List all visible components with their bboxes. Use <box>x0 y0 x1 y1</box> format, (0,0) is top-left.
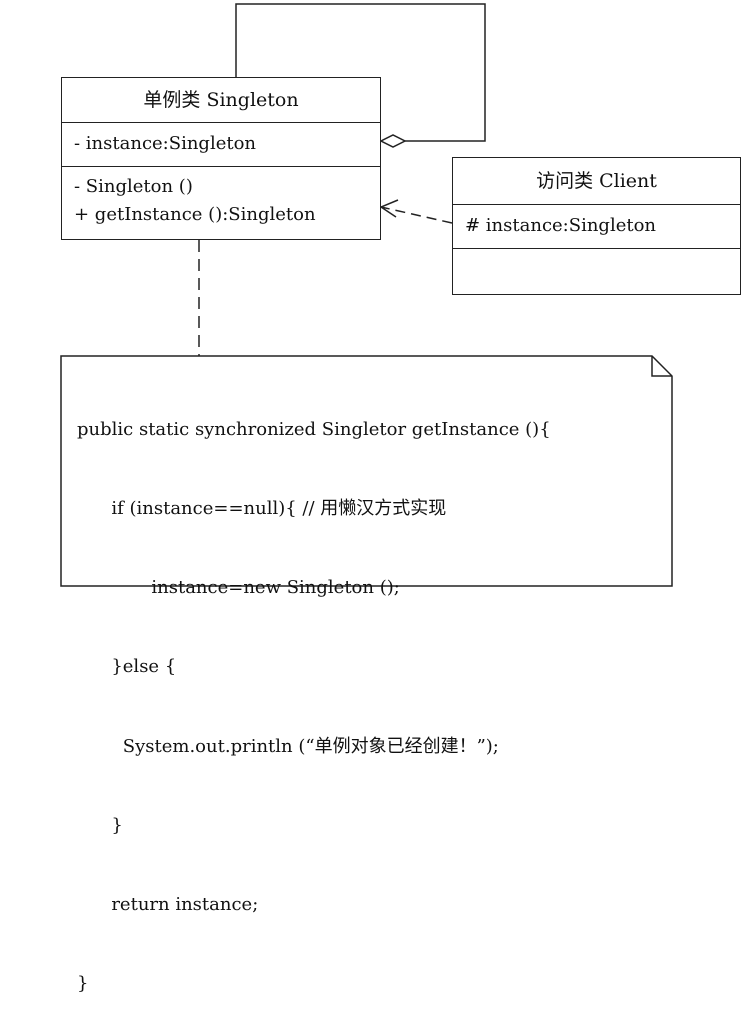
singleton-operations: - Singleton () + getInstance ():Singleto… <box>62 166 380 238</box>
note-shape <box>60 355 673 587</box>
note-line: return instance; <box>77 894 259 916</box>
note-code: public static synchronized Singletor get… <box>77 364 551 1024</box>
client-class-box: 访问类 Client # instance:Singleton <box>452 157 741 295</box>
singleton-operation: - Singleton () <box>74 176 193 197</box>
note-line: } <box>77 814 123 836</box>
note-line: } <box>77 973 89 995</box>
singleton-class-name: 单例类 Singleton <box>143 89 299 111</box>
aggregation-diamond <box>379 134 407 148</box>
note-line: public static synchronized Singletor get… <box>77 418 551 440</box>
note-line: }else { <box>77 656 177 678</box>
note-line: if (instance==null){ // 用懒汉方式实现 <box>77 498 447 520</box>
singleton-attribute: - instance:Singleton <box>74 133 257 154</box>
client-class-name: 访问类 Client <box>536 170 657 192</box>
note-line: System.out.println (“单例对象已经创建！”); <box>77 735 499 757</box>
self-association-line <box>235 3 486 142</box>
client-attribute: # instance:Singleton <box>465 215 657 236</box>
note-fold-corner <box>651 356 672 377</box>
client-operations <box>453 248 740 293</box>
note-line: instance=new Singleton (); <box>77 577 400 599</box>
singleton-class-box: 单例类 Singleton - instance:Singleton - Sin… <box>61 77 381 240</box>
singleton-operation: + getInstance ():Singleton <box>74 204 316 225</box>
diagram-connectors <box>60 3 673 587</box>
client-attributes: # instance:Singleton <box>453 204 740 248</box>
dependency-line <box>380 206 453 224</box>
singleton-attributes: - instance:Singleton <box>62 122 380 166</box>
dependency-arrowhead <box>379 199 399 218</box>
